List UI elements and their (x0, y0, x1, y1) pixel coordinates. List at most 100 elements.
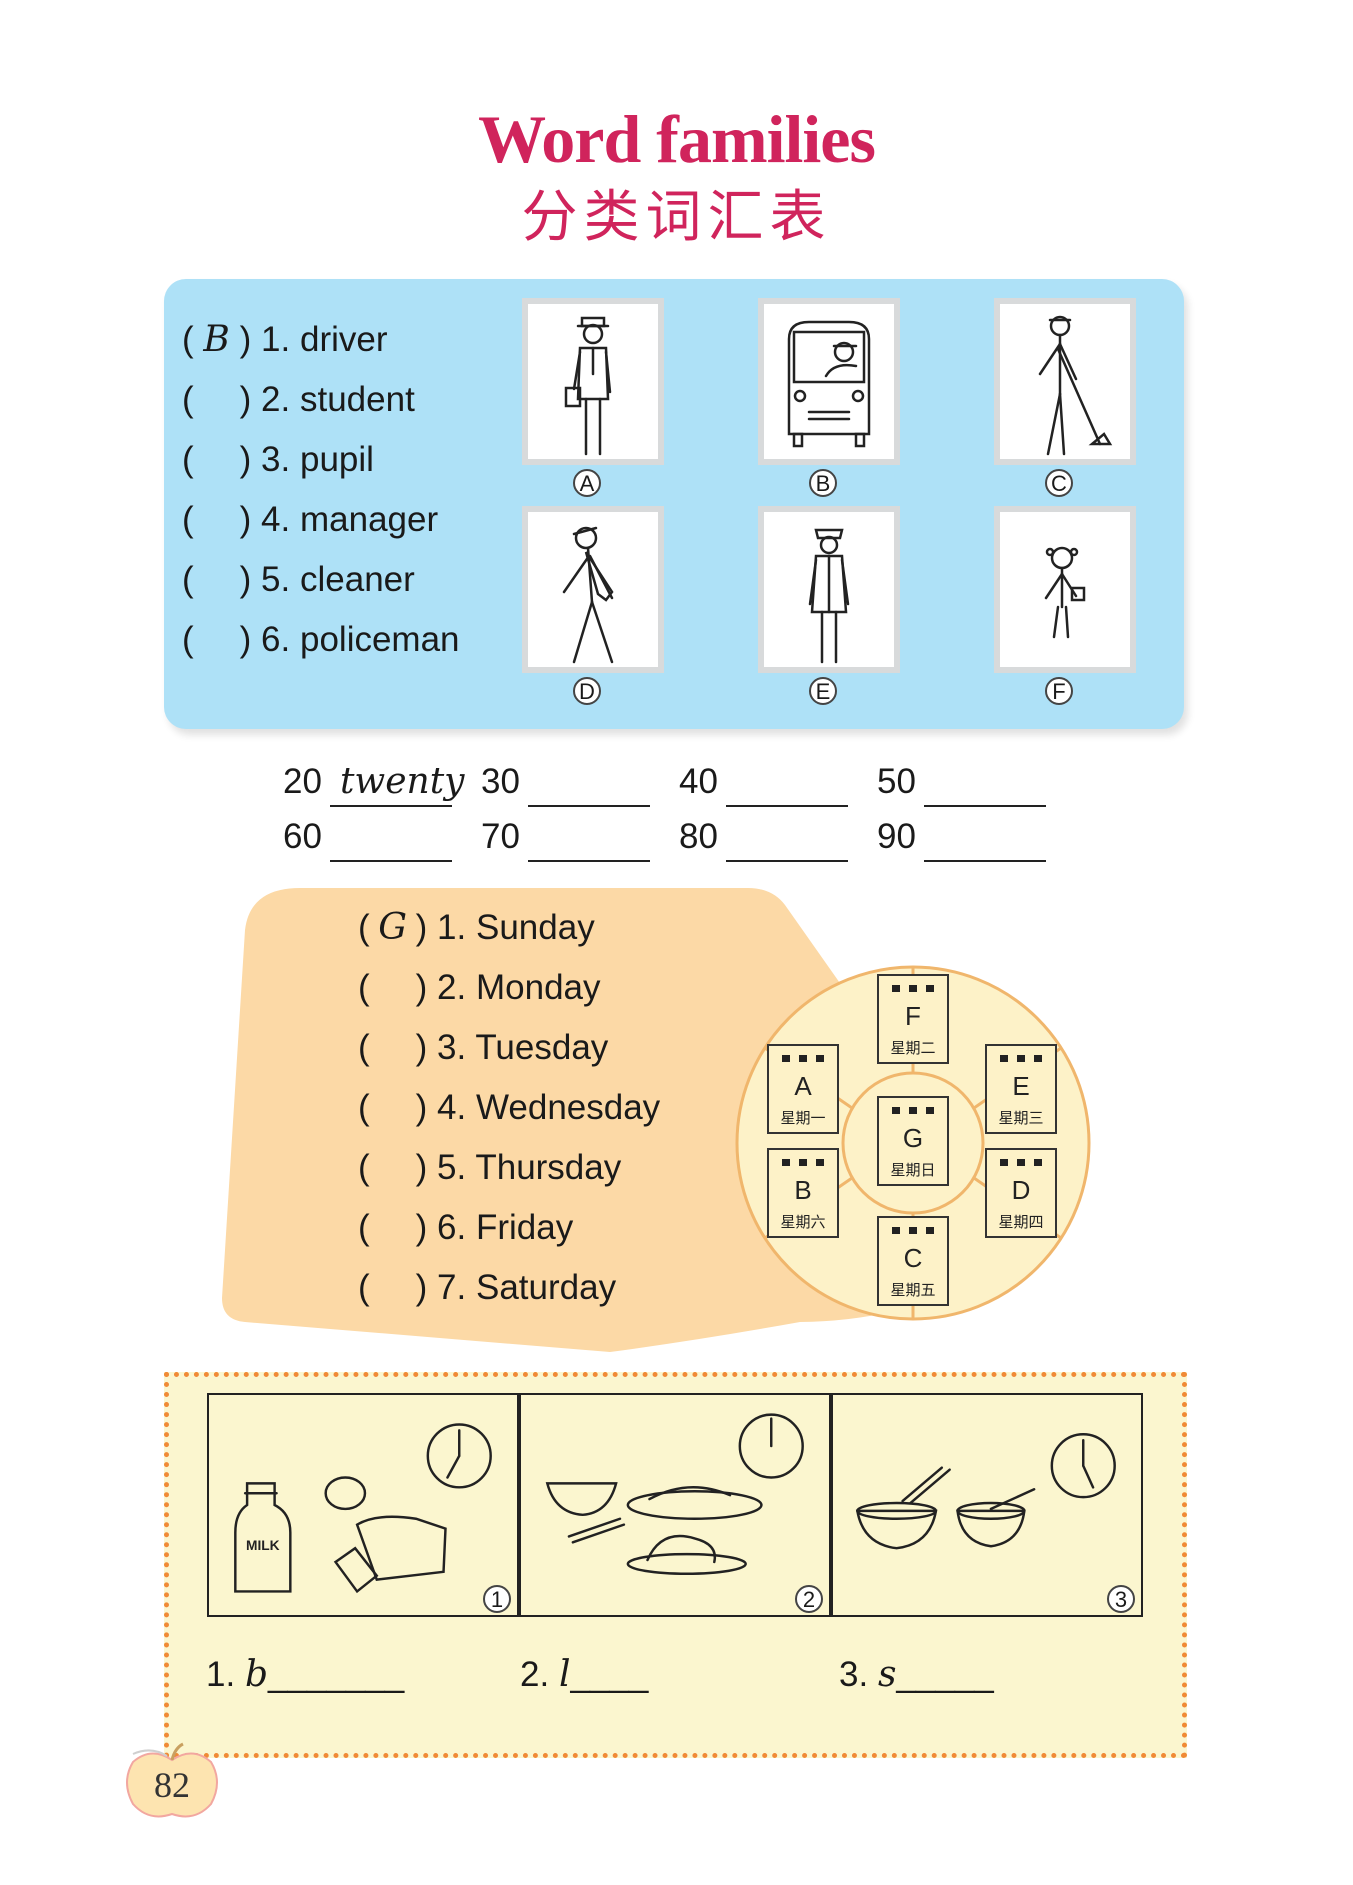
svg-text:D: D (1012, 1175, 1031, 1205)
label-b: B (809, 469, 837, 497)
svg-text:A: A (794, 1071, 812, 1101)
svg-text:星期六: 星期六 (780, 1213, 825, 1231)
job-question-2: () 2. student (182, 380, 415, 419)
breakfast-icon: MILK (234, 1423, 492, 1594)
picture-c (994, 298, 1136, 465)
svg-text:星期五: 星期五 (890, 1281, 935, 1299)
number-blank[interactable] (527, 771, 650, 807)
pupil-icon (1044, 546, 1086, 639)
meal-number-1: 1 (483, 1585, 511, 1613)
svg-text:F: F (905, 1001, 921, 1031)
job-question-6: () 6. policeman (182, 620, 460, 659)
calendar-f: F 星期二 (877, 974, 949, 1064)
page-number: 82 (154, 1765, 190, 1805)
calendar-e: E 星期三 (985, 1044, 1057, 1134)
lunch-icon (545, 1413, 804, 1575)
svg-text:星期日: 星期日 (890, 1161, 935, 1179)
number-item-50: 50 (877, 757, 1046, 807)
answer-blank[interactable]: G (378, 907, 408, 948)
calendar-g: G 星期日 (877, 1096, 949, 1186)
day-word: Thursday (475, 1148, 622, 1187)
svg-text:星期一: 星期一 (780, 1109, 825, 1127)
job-word: policeman (299, 620, 460, 659)
meal-answer-3[interactable]: 3. s_____ (839, 1654, 994, 1695)
driver-icon (787, 320, 871, 448)
meal-picture-3: 3 (831, 1393, 1143, 1617)
picture-a (522, 298, 664, 465)
answer-blank[interactable]: B (203, 319, 230, 360)
manager-icon (564, 316, 612, 456)
policeman-icon (808, 528, 850, 664)
number-item-80: 80 (679, 812, 848, 862)
day-question-5: () 5. Thursday (358, 1148, 622, 1187)
calendar-c: C 星期五 (877, 1216, 949, 1306)
svg-text:G: G (903, 1123, 923, 1153)
day-word: Tuesday (475, 1028, 609, 1067)
number-blank[interactable] (923, 826, 1046, 862)
job-word: pupil (299, 440, 374, 479)
page-number-badge: 82 (123, 1742, 221, 1820)
picture-b (758, 298, 900, 465)
job-question-1: (B) 1. driver (182, 315, 388, 365)
day-word: Saturday (475, 1268, 617, 1307)
label-c: C (1045, 469, 1073, 497)
number-item-60: 60 (283, 812, 452, 862)
meal-picture-2: 2 (519, 1393, 831, 1617)
day-question-3: () 3. Tuesday (358, 1028, 609, 1067)
meal-answer-1[interactable]: 1. b_______ (206, 1654, 405, 1695)
calendar-b: B 星期六 (767, 1148, 839, 1238)
svg-text:E: E (1012, 1071, 1029, 1101)
number-blank[interactable] (329, 826, 452, 862)
svg-text:MILK: MILK (246, 1538, 280, 1553)
calendar-d: D 星期四 (985, 1148, 1057, 1238)
label-f: F (1045, 677, 1073, 705)
page-subtitle: 分类词汇表 (521, 185, 832, 250)
meal-number-2: 2 (795, 1585, 823, 1613)
number-blank[interactable] (725, 771, 848, 807)
picture-e (758, 506, 900, 673)
picture-d (522, 506, 664, 673)
label-a: A (573, 469, 601, 497)
svg-text:星期二: 星期二 (890, 1039, 935, 1057)
days-panel (222, 888, 1000, 1352)
cleaner-icon (1038, 315, 1113, 456)
number-item-70: 70 (481, 812, 650, 862)
job-word: cleaner (299, 560, 415, 599)
supper-icon (855, 1433, 1116, 1550)
day-word: Friday (475, 1208, 574, 1247)
day-word: Wednesday (475, 1088, 661, 1127)
number-blank[interactable] (725, 826, 848, 862)
number-blank[interactable] (923, 771, 1046, 807)
meal-number-3: 3 (1107, 1585, 1135, 1613)
svg-text:星期三: 星期三 (998, 1109, 1043, 1127)
number-blank[interactable]: twenty (329, 761, 465, 807)
day-question-1: (G) 1. Sunday (358, 903, 595, 953)
day-question-2: () 2. Monday (358, 968, 601, 1007)
student-icon (562, 526, 614, 664)
day-question-4: () 4. Wednesday (358, 1088, 661, 1127)
day-word: Monday (475, 968, 601, 1007)
apple-icon (126, 1742, 218, 1818)
job-question-5: () 5. cleaner (182, 560, 415, 599)
calendar-a: A 星期一 (767, 1044, 839, 1134)
day-question-6: () 6. Friday (358, 1208, 574, 1247)
page-title: Word families (478, 101, 876, 177)
label-e: E (809, 677, 837, 705)
day-word: Sunday (475, 908, 595, 947)
calendar-wheel: F 星期二 A 星期一 E 星期三 G 星期日 B 星期六 D 星期四 C 星期… (735, 965, 1091, 1321)
svg-text:B: B (794, 1175, 811, 1205)
svg-text:C: C (904, 1243, 923, 1273)
meal-answer-2[interactable]: 2. l____ (520, 1654, 649, 1695)
job-question-3: () 3. pupil (182, 440, 374, 479)
number-blank[interactable] (527, 826, 650, 862)
number-item-90: 90 (877, 812, 1046, 862)
meal-picture-1: MILK 1 (207, 1393, 519, 1617)
job-word: manager (299, 500, 439, 539)
number-item-30: 30 (481, 757, 650, 807)
job-word: student (299, 380, 415, 419)
job-word: driver (299, 320, 388, 359)
job-question-4: () 4. manager (182, 500, 439, 539)
svg-text:星期四: 星期四 (998, 1213, 1043, 1231)
label-d: D (573, 677, 601, 705)
